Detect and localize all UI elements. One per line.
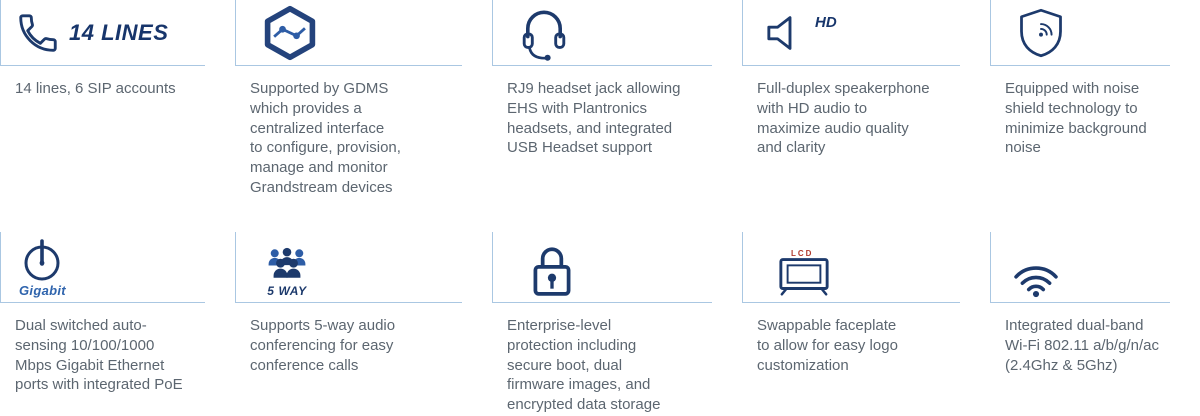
feature-icon-area: [492, 232, 742, 302]
feature-text: Equipped with noise shield technology to…: [1005, 80, 1147, 157]
security-lock-icon: [533, 247, 571, 296]
feature-text: Swappable faceplate to allow for easy lo…: [757, 317, 898, 374]
feature-text: Enterprise-level protection including se…: [507, 317, 661, 414]
feature-card-14-lines: 14 LINES 14 lines, 6 SIP accounts: [0, 0, 235, 232]
feature-icon-area: LCD: [742, 232, 990, 302]
swappable-faceplate-icon: [779, 258, 829, 296]
divider: [990, 302, 1170, 303]
feature-card-wifi: Integrated dual-band Wi-Fi 802.11 a/b/g/…: [990, 232, 1200, 416]
divider: [0, 302, 205, 303]
feature-card-noise-shield: Equipped with noise shield technology to…: [990, 0, 1200, 232]
hd-label: HD: [815, 14, 837, 31]
feature-text: RJ9 headset jack allowing EHS with Plant…: [507, 80, 681, 157]
feature-icon-area: HD: [742, 0, 990, 65]
feature-text: Integrated dual-band Wi-Fi 802.11 a/b/g/…: [1005, 317, 1159, 374]
feature-icon-area: [990, 232, 1200, 302]
noise-shield-icon: [1020, 8, 1062, 57]
feature-card-faceplate: LCD Swappable faceplate to allow for eas…: [742, 232, 990, 416]
feature-card-security: Enterprise-level protection including se…: [492, 232, 742, 416]
feature-icon-area: [990, 0, 1200, 65]
feature-card-gigabit: Gigabit Dual switched auto- sensing 10/1…: [0, 232, 235, 416]
feature-card-gdms: Supported by GDMS which provides a centr…: [235, 0, 492, 232]
gigabit-gauge-icon: [24, 239, 60, 281]
feature-card-hd-speakerphone: HD Full-duplex speakerphone with HD audi…: [742, 0, 990, 232]
phone-icon: [19, 13, 57, 52]
feature-icon-area: Gigabit: [0, 232, 235, 302]
divider: [742, 302, 960, 303]
feature-card-headset: RJ9 headset jack allowing EHS with Plant…: [492, 0, 742, 232]
gdms-hexagon-icon: [264, 5, 316, 60]
divider: [492, 302, 712, 303]
divider: [235, 65, 462, 66]
five-way-label: 5 WAY: [267, 284, 307, 298]
divider: [742, 65, 960, 66]
feature-text: Supported by GDMS which provides a centr…: [250, 80, 401, 196]
divider: [0, 65, 205, 66]
feature-icon-area: [492, 0, 742, 65]
feature-text: 14 lines, 6 SIP accounts: [15, 80, 176, 97]
wifi-icon: [1014, 266, 1058, 298]
divider: [990, 65, 1170, 66]
lines-count-label: 14 LINES: [69, 19, 169, 45]
headset-icon: [522, 10, 566, 61]
five-way-conference-icon: [268, 247, 306, 278]
feature-text: Supports 5-way audio conferencing for ea…: [250, 317, 396, 374]
feature-card-5-way: 5 WAY Supports 5-way audio conferencing …: [235, 232, 492, 416]
divider: [492, 65, 712, 66]
feature-icon-area: 14 LINES: [0, 0, 235, 65]
gigabit-label: Gigabit: [19, 283, 66, 298]
feature-icon-area: [235, 0, 492, 65]
feature-text: Dual switched auto- sensing 10/100/1000 …: [15, 317, 183, 394]
hd-speakerphone-icon: [767, 15, 792, 50]
lcd-label: LCD: [791, 249, 814, 258]
divider: [235, 302, 462, 303]
feature-text: Full-duplex speakerphone with HD audio t…: [757, 80, 930, 157]
feature-icon-area: 5 WAY: [235, 232, 492, 302]
